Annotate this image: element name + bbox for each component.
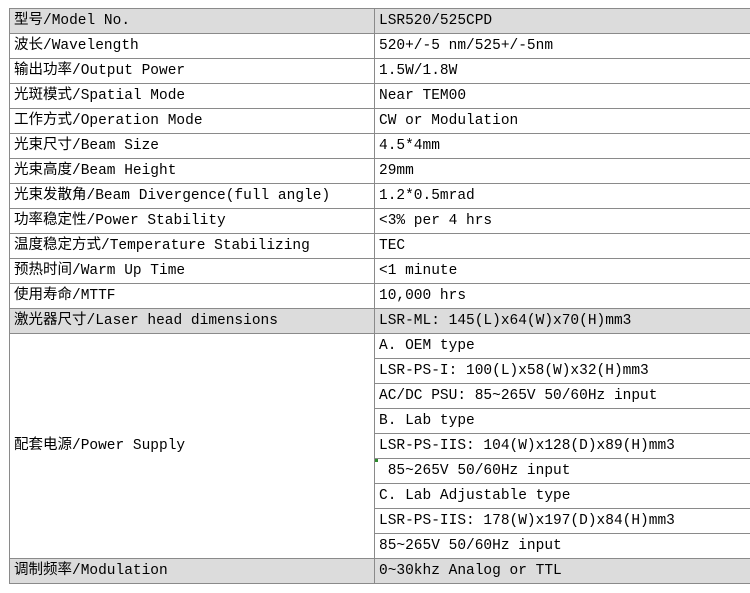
row-label: 温度稳定方式/Temperature Stabilizing bbox=[9, 233, 375, 259]
row-value: Near TEM00 bbox=[374, 83, 750, 109]
power-supply-row: LSR-PS-IIS: 104(W)x128(D)x89(H)mm3 bbox=[10, 433, 750, 459]
table-row: 激光器尺寸/Laser head dimensions LSR-ML: 145(… bbox=[9, 308, 750, 334]
dimensions: 100(L)x58(W)x32(H)mm3 bbox=[466, 363, 649, 379]
row-label: 型号/Model No. bbox=[9, 8, 375, 34]
power-supply-line: C. Lab Adjustable type bbox=[374, 483, 750, 509]
row-label: 使用寿命/MTTF bbox=[9, 283, 375, 309]
table-row: 型号/Model No. LSR520/525CPD bbox=[9, 8, 750, 34]
model-code: LSR-PS-IIS: bbox=[379, 513, 484, 529]
table-row: 调制频率/Modulation 0~30khz Analog or TTL bbox=[9, 558, 750, 584]
row-label: 调制频率/Modulation bbox=[9, 558, 375, 584]
model-code: LSR-PS-IIS: bbox=[379, 438, 484, 454]
row-label: 光束发散角/Beam Divergence(full angle) bbox=[9, 183, 375, 209]
row-label: 预热时间/Warm Up Time bbox=[9, 258, 375, 284]
row-label: 光斑模式/Spatial Mode bbox=[9, 83, 375, 109]
table-row: 工作方式/Operation Mode CW or Modulation bbox=[9, 108, 750, 134]
spec-table: 型号/Model No. LSR520/525CPD 波长/Wavelength… bbox=[9, 8, 750, 584]
power-supply-line: LSR-PS-I: 100(L)x58(W)x32(H)mm3 bbox=[374, 358, 750, 384]
power-supply-line: A. OEM type bbox=[374, 333, 750, 359]
row-value: LSR-ML: 145(L)x64(W)x70(H)mm3 bbox=[374, 308, 750, 334]
power-supply-row: C. Lab Adjustable type bbox=[10, 483, 750, 509]
power-supply-line: 85~265V 50/60Hz input bbox=[374, 458, 750, 484]
row-value: TEC bbox=[374, 233, 750, 259]
row-value: 29mm bbox=[374, 158, 750, 184]
row-value: 10,000 hrs bbox=[374, 283, 750, 309]
dimensions: 104(W)x128(D)x89(H)mm3 bbox=[483, 438, 675, 454]
table-row: 光束高度/Beam Height 29mm bbox=[9, 158, 750, 184]
row-label: 波长/Wavelength bbox=[9, 33, 375, 59]
row-value: 0~30khz Analog or TTL bbox=[374, 558, 750, 584]
power-supply-line: B. Lab type bbox=[374, 408, 750, 434]
power-supply-line: AC/DC PSU: 85~265V 50/60Hz input bbox=[374, 383, 750, 409]
row-value: 1.2*0.5mrad bbox=[374, 183, 750, 209]
table-row: 温度稳定方式/Temperature Stabilizing TEC bbox=[9, 233, 750, 259]
power-supply-row: 配套电源/Power Supply A. OEM type bbox=[9, 333, 750, 559]
row-value: LSR520/525CPD bbox=[374, 8, 750, 34]
row-label: 光束尺寸/Beam Size bbox=[9, 133, 375, 159]
row-value: CW or Modulation bbox=[374, 108, 750, 134]
table-row: 光斑模式/Spatial Mode Near TEM00 bbox=[9, 83, 750, 109]
table-row: 输出功率/Output Power 1.5W/1.8W bbox=[9, 58, 750, 84]
power-supply-line: 85~265V 50/60Hz input bbox=[374, 533, 750, 559]
row-value: 4.5*4mm bbox=[374, 133, 750, 159]
power-supply-line: LSR-PS-IIS: 104(W)x128(D)x89(H)mm3 bbox=[374, 433, 750, 459]
table-row: 预热时间/Warm Up Time <1 minute bbox=[9, 258, 750, 284]
model-code: LSR-PS-I: bbox=[379, 363, 467, 379]
power-supply-row: 85~265V 50/60Hz input bbox=[10, 533, 750, 559]
row-label: 工作方式/Operation Mode bbox=[9, 108, 375, 134]
row-label: 输出功率/Output Power bbox=[9, 58, 375, 84]
row-value: 520+/-5 nm/525+/-5nm bbox=[374, 33, 750, 59]
table-row: 波长/Wavelength 520+/-5 nm/525+/-5nm bbox=[9, 33, 750, 59]
power-supply-row: LSR-PS-I: 100(L)x58(W)x32(H)mm3 bbox=[10, 358, 750, 384]
row-label: 功率稳定性/Power Stability bbox=[9, 208, 375, 234]
row-label: 激光器尺寸/Laser head dimensions bbox=[9, 308, 375, 334]
table-row: 功率稳定性/Power Stability <3% per 4 hrs bbox=[9, 208, 750, 234]
row-value: <1 minute bbox=[374, 258, 750, 284]
table-row: 光束尺寸/Beam Size 4.5*4mm bbox=[9, 133, 750, 159]
row-label: 光束高度/Beam Height bbox=[9, 158, 375, 184]
power-supply-row: LSR-PS-IIS: 178(W)x197(D)x84(H)mm3 bbox=[10, 508, 750, 534]
power-supply-label: 配套电源/Power Supply bbox=[9, 333, 375, 559]
table-row: 光束发散角/Beam Divergence(full angle) 1.2*0.… bbox=[9, 183, 750, 209]
power-supply-row: AC/DC PSU: 85~265V 50/60Hz input bbox=[10, 383, 750, 409]
row-value: 1.5W/1.8W bbox=[374, 58, 750, 84]
power-supply-row: 85~265V 50/60Hz input bbox=[10, 458, 750, 484]
dimensions: 178(W)x197(D)x84(H)mm3 bbox=[483, 513, 675, 529]
row-value: <3% per 4 hrs bbox=[374, 208, 750, 234]
table-row: 使用寿命/MTTF 10,000 hrs bbox=[9, 283, 750, 309]
power-supply-line: LSR-PS-IIS: 178(W)x197(D)x84(H)mm3 bbox=[374, 508, 750, 534]
